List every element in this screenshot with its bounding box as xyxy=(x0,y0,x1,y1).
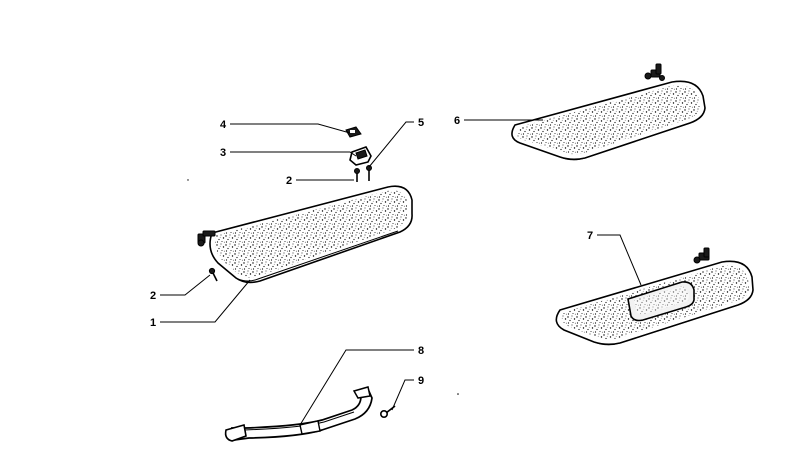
sun-visor-left xyxy=(209,185,413,284)
callout-2: 2 xyxy=(286,175,292,187)
screw-icon xyxy=(208,267,218,282)
mounting-clip xyxy=(345,126,362,138)
callout-6: 6 xyxy=(454,115,460,127)
screw-icon xyxy=(354,168,360,182)
vanity-mirror xyxy=(627,281,695,322)
callout-7: 7 xyxy=(587,230,593,242)
scan-speck xyxy=(457,393,459,395)
callout-8: 8 xyxy=(418,345,424,357)
screw-icon xyxy=(366,165,372,181)
grab-handle xyxy=(224,386,373,442)
scan-speck xyxy=(187,179,189,181)
callout-3: 3 xyxy=(220,147,226,159)
callout-9: 9 xyxy=(418,375,424,387)
visor-pivot-rod xyxy=(197,230,216,247)
sun-visor-upper-right xyxy=(511,80,706,161)
visor-pivot-rod xyxy=(693,247,710,264)
callout-2: 2 xyxy=(150,290,156,302)
callout-1: 1 xyxy=(150,317,156,329)
leader-lines xyxy=(160,119,642,426)
visor-bracket xyxy=(349,146,372,166)
visor-pivot-rod xyxy=(644,63,665,81)
callout-5: 5 xyxy=(418,117,424,129)
callout-4: 4 xyxy=(220,119,227,131)
